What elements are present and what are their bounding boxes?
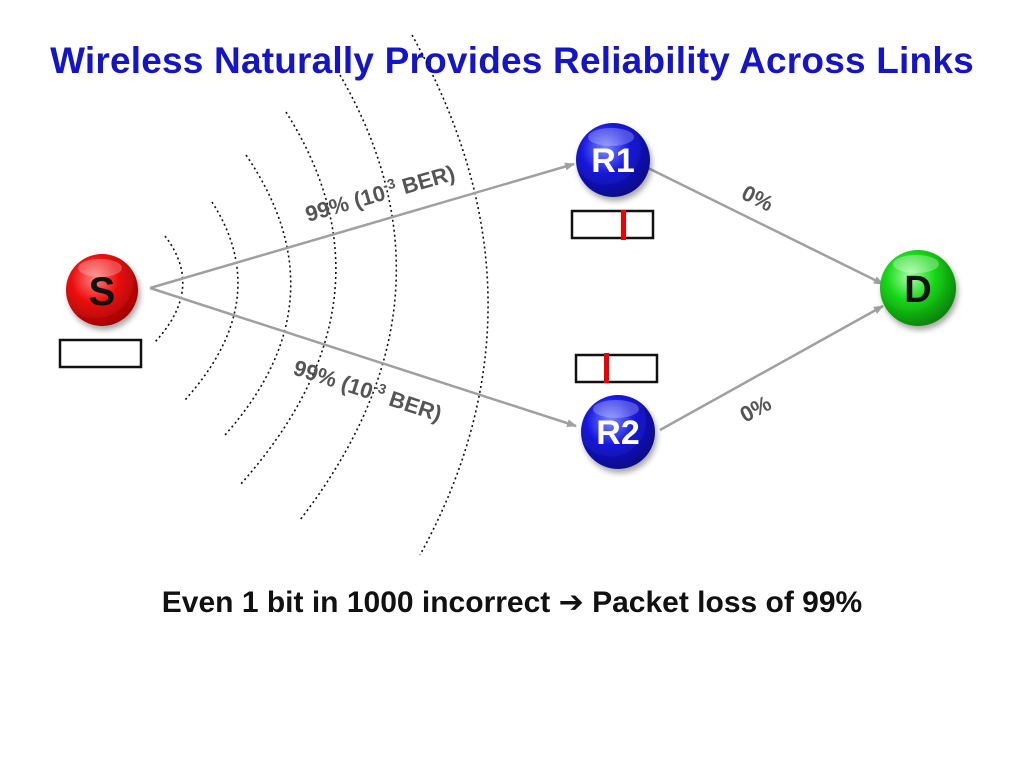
wave-arc-3 — [224, 154, 292, 436]
relay2-packet — [574, 353, 659, 384]
node-source-label: S — [89, 270, 116, 314]
source-packet-box — [58, 338, 143, 369]
wireless-wavefronts — [154, 34, 489, 556]
node-destination: D — [880, 250, 956, 326]
link-s-r2-label: 99% (10-3 BER) — [290, 353, 445, 426]
node-relay1: R1 — [576, 123, 650, 197]
link-s-r2 — [149, 286, 577, 428]
link-s-r1 — [149, 162, 575, 290]
relay1-packet — [570, 209, 655, 240]
link-r1-d — [647, 166, 884, 286]
node-relay1-label: R1 — [591, 142, 634, 180]
wave-arc-2 — [184, 201, 239, 401]
link-r1-d-label: 0% — [738, 180, 778, 216]
relay1-packet-box — [570, 209, 655, 240]
caption-text-after: Packet loss of 99% — [583, 586, 863, 619]
node-source: S — [66, 254, 138, 326]
wave-arc-4 — [239, 111, 337, 486]
node-destination-label: D — [904, 269, 931, 311]
node-relay2-label: R2 — [596, 414, 639, 452]
right-arrow-icon: ➔ — [558, 586, 584, 619]
relay2-bit-error-icon — [604, 353, 609, 383]
wave-arc-5 — [299, 74, 398, 521]
link-r2-d-label: 0% — [736, 390, 776, 427]
slide-title: Wireless Naturally Provides Reliability … — [50, 40, 974, 81]
relay1-bit-error-icon — [621, 210, 626, 240]
wave-arc-1 — [154, 235, 184, 343]
relay2-packet-box — [574, 353, 659, 384]
caption-text-before: Even 1 bit in 1000 incorrect — [161, 586, 559, 619]
link-s-r1-label: 99% (10-3 BER) — [302, 158, 458, 226]
wave-arc-6 — [411, 34, 489, 556]
slide-caption: Even 1 bit in 1000 incorrect ➔ Packet lo… — [0, 585, 1024, 620]
link-r2-d — [659, 304, 884, 432]
node-relay2: R2 — [581, 395, 655, 469]
